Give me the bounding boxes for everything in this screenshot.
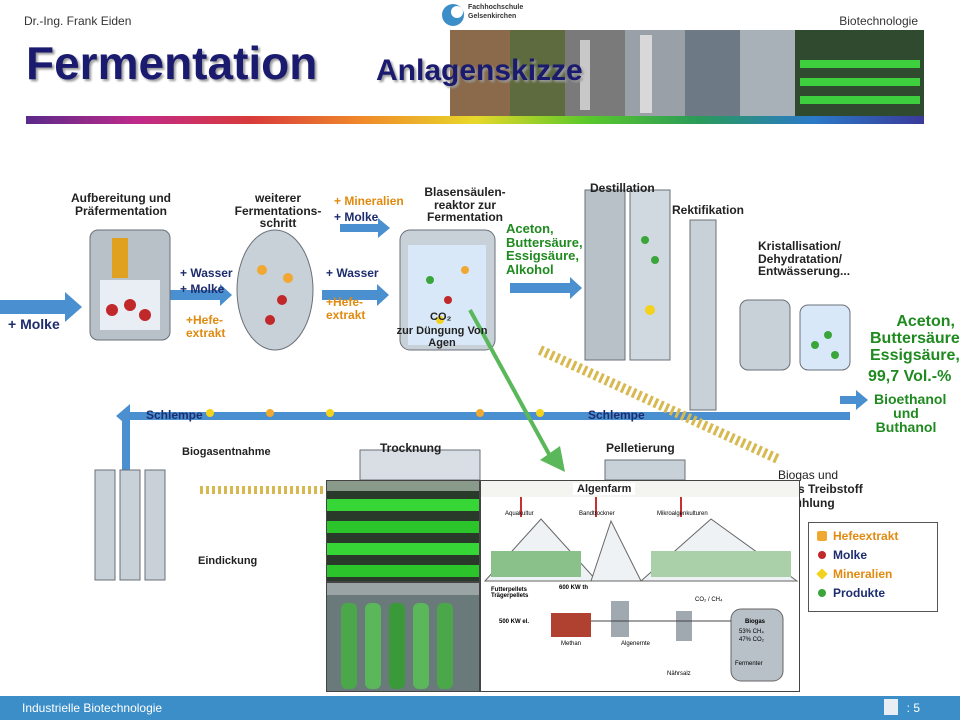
co2-use-label: zur Düngung Von Agen: [396, 325, 488, 349]
author-label: Dr.-Ing. Frank Eiden: [24, 14, 132, 28]
schlempe-right-label: Schlempe: [588, 408, 645, 422]
co2-label: CO₂: [430, 311, 452, 323]
legend-swatch-produkte: [818, 589, 826, 597]
input-wasser-2-label: + Wasser: [326, 266, 379, 280]
thickening-label: Eindickung: [198, 555, 258, 567]
page-icon: [884, 699, 898, 715]
step-preparation-label: Aufbereitung und Präfermentation: [71, 191, 171, 218]
rainbow-divider: [26, 116, 924, 124]
schema-fermenter: Fermenter: [735, 661, 763, 667]
final-products-label: Aceton, Buttersäure, Essigsäure,: [870, 313, 960, 364]
schema-naehrsalz: Nährsalz: [667, 671, 691, 677]
input-hefe-label: +Hefe-extrakt: [186, 313, 226, 340]
photobioreactor-photo-2: [326, 582, 480, 692]
page-title: Fermentation: [26, 37, 318, 89]
schema-methan: Methan: [561, 641, 582, 647]
input-molke-label: + Molke: [8, 316, 60, 332]
schema-co2-ch4: CO₂ / CH₄: [695, 597, 723, 603]
pelleting-label: Pelletierung: [606, 441, 675, 455]
algae-farm-label: Algenfarm: [573, 483, 636, 495]
legend-hefeextrakt: Hefeextrakt: [833, 529, 899, 543]
logo-icon: [442, 4, 464, 26]
page-subtitle: Anlagenskizze: [376, 54, 583, 87]
subject-label: Biotechnologie: [839, 14, 918, 28]
schlempe-dots: [206, 409, 544, 417]
algae-farm-schema: Algenfarm Aquakultur Bandtrockner Mikroa…: [480, 480, 800, 692]
input-mineralien-label: + Mineralien: [334, 194, 404, 208]
step-rectification-label: Rektifikation: [672, 203, 745, 217]
biofuel-label: Bioethanol und Buthanol: [874, 391, 947, 435]
schema-co2pct: 47% CO₂: [739, 637, 765, 643]
final-purity-label: 99,7 Vol.-%: [868, 368, 952, 385]
header-photo-strip: [450, 30, 924, 116]
schema-futterpellets: Futterpellets Trägerpellets: [491, 587, 529, 599]
schema-algenernte: Algenernte: [621, 641, 651, 647]
legend-swatch-hefeextrakt: [817, 531, 827, 541]
legend-mineralien: Mineralien: [833, 567, 893, 581]
biogas-extraction-label: Biogasentnahme: [182, 446, 271, 458]
schema-biogas: Biogas: [745, 619, 766, 625]
schlempe-left-label: Schlempe: [146, 408, 203, 422]
input-molke-2-label: + Molke: [180, 282, 225, 296]
logo-line2: Gelsenkirchen: [468, 13, 517, 20]
university-logo: Fachhochschule Gelsenkirchen: [440, 2, 590, 30]
footer-course-label: Industrielle Biotechnologie: [22, 701, 163, 715]
schema-mikroalgen: Mikroalgenkulturen: [657, 511, 708, 517]
input-molke-3-label: + Molke: [334, 210, 379, 224]
schema-aquakultur: Aquakultur: [505, 511, 534, 517]
schema-bandtrockner: Bandtrockner: [579, 511, 615, 517]
legend-swatch-molke: [818, 551, 826, 559]
intermediate-products-label: Aceton, Buttersäure, Essigsäure, Alkohol: [506, 221, 583, 277]
drying-label: Trocknung: [380, 441, 442, 455]
input-wasser-label: + Wasser: [180, 266, 233, 280]
schema-kw-th: 600 KW th: [559, 585, 589, 591]
input-hefe-2-label: +Hefe-extrakt: [326, 295, 366, 322]
logo-line1: Fachhochschule: [468, 4, 524, 11]
step-bubble-reactor-label: Blasensäulen-reaktor zur Fermentation: [424, 185, 506, 225]
footer-bar: Industrielle Biotechnologie : 5: [0, 696, 960, 720]
photobioreactor-photo-1: [326, 480, 480, 582]
biogas-line1: Biogas und: [778, 468, 839, 482]
step-crystallization-label: Kristallisation/ Dehydratation/ Entwässe…: [758, 239, 851, 279]
schema-kw-el: 500 KW el.: [499, 619, 530, 625]
legend-molke: Molke: [833, 548, 868, 562]
process-diagram: [0, 189, 868, 581]
schema-ch4: 53% CH₄: [739, 629, 764, 635]
step-second-fermentation-label: weiterer Fermentations-schritt: [234, 191, 322, 231]
footer-page-number: : 5: [906, 701, 920, 715]
legend-swatch-mineralien: [816, 568, 828, 580]
step-distillation-label: Destillation: [590, 181, 655, 195]
legend-produkte: Produkte: [833, 586, 886, 600]
legend-box: Hefeextrakt Molke Mineralien Produkte: [808, 522, 938, 612]
